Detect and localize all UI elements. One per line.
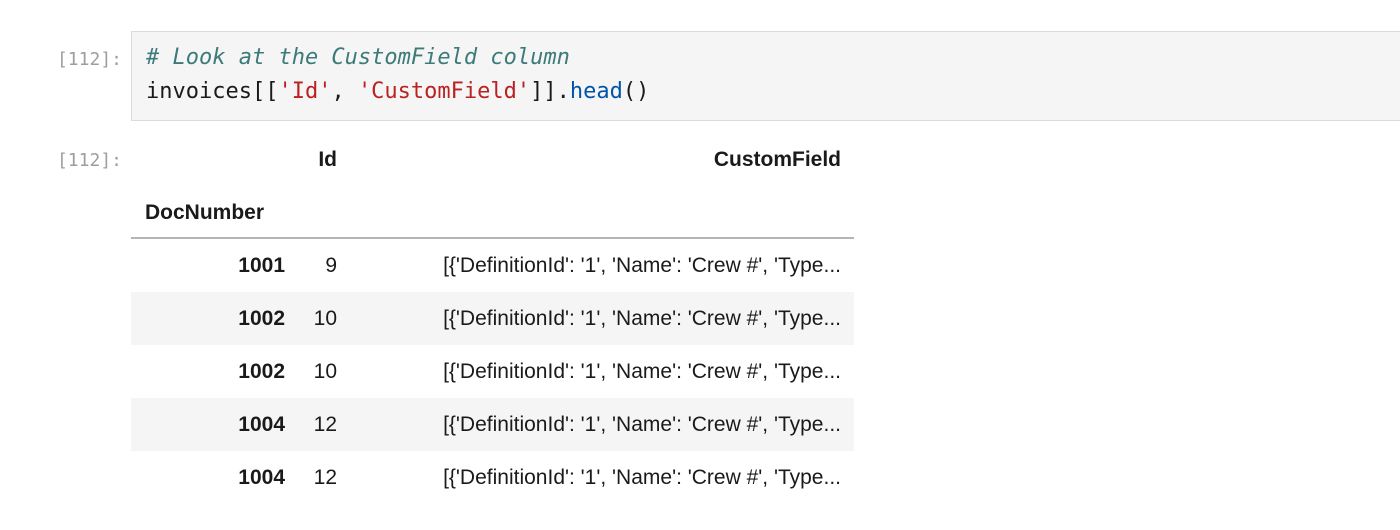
code-separator: , — [331, 79, 358, 104]
input-prompt: [112]: — [56, 49, 122, 70]
output-prompt: [112]: — [56, 150, 122, 171]
row-customfield-cell: [{'DefinitionId': '1', 'Name': 'Crew #',… — [443, 466, 841, 489]
row-id-cell: 9 — [325, 254, 337, 277]
code-string-customfield: 'CustomField' — [357, 79, 531, 104]
code-string-id: 'Id' — [278, 79, 332, 104]
row-id-cell: 10 — [313, 360, 337, 383]
code-variable: invoices[[ — [146, 79, 279, 104]
code-line-2: invoices[['Id', 'CustomField']].head() — [146, 79, 649, 104]
column-header-customfield: CustomField — [713, 148, 841, 171]
code-cell-editor[interactable]: # Look at the CustomField column invoice… — [131, 31, 1400, 121]
row-id-cell: 10 — [313, 307, 337, 330]
output-dataframe: Id CustomField DocNumber 1001 9 [{'Definit… — [131, 133, 854, 504]
row-index-cell: 1002 — [238, 360, 285, 383]
code-method-head: head — [569, 79, 623, 104]
column-header-id: Id — [318, 148, 337, 171]
row-index-cell: 1004 — [238, 413, 285, 436]
index-name-header: DocNumber — [145, 201, 265, 224]
table-row: 1004 12 [{'DefinitionId': '1', 'Name': 'Cr… — [131, 451, 854, 504]
code-line-1: # Look at the CustomField column — [146, 45, 570, 70]
row-id-cell: 12 — [313, 413, 337, 436]
row-id-cell: 12 — [313, 466, 337, 489]
table-row: 1002 10 [{'DefinitionId': '1', 'Name': 'Cr… — [131, 292, 854, 345]
table-body: 1001 9 [{'DefinitionId': '1', 'Name': 'Cre… — [131, 239, 854, 504]
index-header-row: DocNumber — [131, 186, 854, 239]
column-header-row: Id CustomField — [131, 133, 854, 186]
table-row: 1002 10 [{'DefinitionId': '1', 'Name': 'Cr… — [131, 345, 854, 398]
row-customfield-cell: [{'DefinitionId': '1', 'Name': 'Crew #',… — [443, 360, 841, 383]
row-index-cell: 1002 — [238, 307, 285, 330]
table-row: 1001 9 [{'DefinitionId': '1', 'Name': 'Cre… — [131, 239, 854, 292]
row-customfield-cell: [{'DefinitionId': '1', 'Name': 'Crew #',… — [443, 254, 841, 277]
row-index-cell: 1004 — [238, 466, 285, 489]
row-index-cell: 1001 — [238, 254, 285, 277]
code-comment: # Look at the CustomField column — [146, 45, 570, 70]
code-parens: () — [622, 79, 650, 104]
row-customfield-cell: [{'DefinitionId': '1', 'Name': 'Crew #',… — [443, 413, 841, 436]
code-bracket-close: ]]. — [530, 79, 570, 104]
table-row: 1004 12 [{'DefinitionId': '1', 'Name': 'Cr… — [131, 398, 854, 451]
row-customfield-cell: [{'DefinitionId': '1', 'Name': 'Crew #',… — [443, 307, 841, 330]
